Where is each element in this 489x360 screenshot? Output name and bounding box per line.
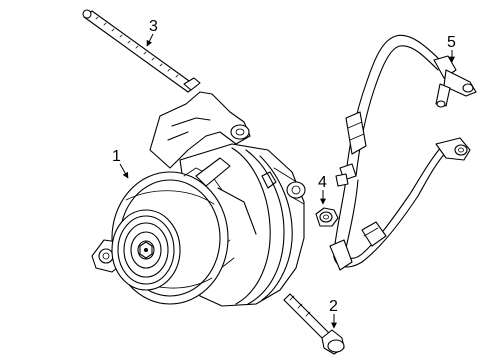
callout-4-label: 4	[318, 174, 327, 191]
callout-2-label: 2	[329, 298, 338, 315]
stud-bolt	[82, 9, 201, 93]
callout-1-label: 1	[112, 148, 121, 165]
callout-5-label: 5	[447, 34, 456, 51]
callout-3: 3	[146, 18, 158, 47]
callout-1: 1	[112, 148, 129, 179]
callout-3-label: 3	[149, 18, 158, 35]
nut	[315, 207, 339, 227]
cable-harness	[329, 34, 477, 271]
callout-4: 4	[318, 174, 327, 205]
alternator	[91, 91, 306, 307]
callout-5: 5	[447, 34, 456, 63]
bolt	[283, 293, 345, 355]
callout-2: 2	[329, 298, 338, 329]
